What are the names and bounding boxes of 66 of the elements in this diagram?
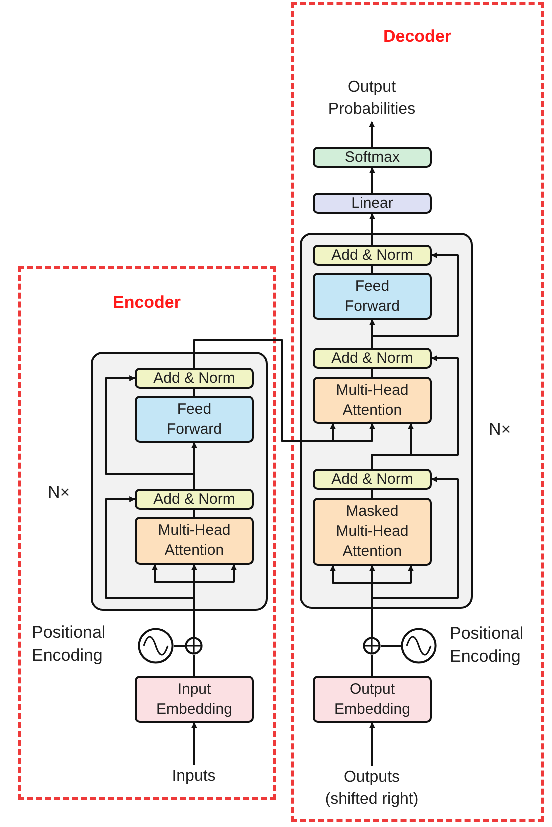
connector-line (174, 645, 185, 647)
arrow (371, 476, 459, 638)
dashed-region (18, 266, 276, 800)
process-box (313, 377, 432, 424)
process-box (135, 396, 254, 443)
process-box (313, 147, 432, 168)
connector-line (372, 490, 374, 498)
side-label: Positional Encoding (32, 622, 107, 667)
connector-line (372, 266, 374, 273)
side-label: N× (48, 482, 72, 504)
region-heading: Decoder (382, 27, 453, 47)
region-heading: Encoder (112, 293, 182, 313)
connector-line (194, 389, 196, 396)
io-text: Inputs (172, 767, 216, 787)
block-label: Masked Multi-Head Attention (335, 502, 410, 562)
branch-arrow (152, 564, 194, 583)
block-label: Feed Forward (166, 400, 223, 440)
arrow (370, 167, 376, 193)
branch-arrow (330, 565, 372, 584)
branch-arrow (330, 423, 336, 441)
block-label: Add & Norm (332, 246, 414, 266)
arrow (370, 213, 376, 245)
process-box (135, 489, 254, 510)
connector-line (194, 510, 196, 517)
connector-line (193, 654, 196, 676)
block-label: Linear (352, 194, 394, 214)
process-box (135, 517, 254, 565)
arrow (369, 121, 376, 148)
arrow (369, 722, 376, 766)
addition-circle (185, 637, 203, 655)
arrow (105, 496, 195, 637)
block-label: Output Embedding (334, 680, 412, 720)
process-box (135, 676, 254, 723)
process-box (313, 498, 432, 566)
process-box (313, 348, 432, 369)
process-box (313, 469, 432, 490)
block-label: Input Embedding (156, 680, 234, 720)
connector-line (371, 654, 374, 676)
side-label: Positional Encoding (450, 623, 525, 668)
block-label: Add & Norm (154, 368, 236, 388)
arrow (105, 376, 196, 490)
side-label: N× (489, 419, 512, 441)
addition-circle (363, 637, 381, 655)
block-label: Softmax (344, 148, 400, 168)
block-label: Multi-Head Attention (157, 521, 232, 561)
block-label: Add & Norm (154, 490, 236, 510)
branch-arrow (194, 564, 237, 583)
connector-line (372, 369, 374, 377)
block-label: Add & Norm (332, 348, 414, 368)
process-box (313, 245, 432, 266)
dashed-region (291, 2, 544, 822)
process-box (135, 368, 254, 389)
process-box (313, 273, 432, 320)
arrow (194, 339, 376, 442)
arrow (372, 252, 459, 348)
process-box (313, 193, 432, 214)
io-text: Outputs (shifted right) (324, 768, 420, 810)
block-label: Feed Forward (344, 276, 401, 316)
branch-arrow (372, 565, 414, 584)
block-label: Add & Norm (332, 470, 414, 490)
connector-line (381, 645, 401, 647)
io-text: Output Probabilities (327, 78, 417, 120)
block-label: Multi-Head Attention (335, 380, 410, 420)
arrow (372, 356, 459, 469)
arrow (191, 722, 198, 766)
process-box (313, 676, 432, 723)
